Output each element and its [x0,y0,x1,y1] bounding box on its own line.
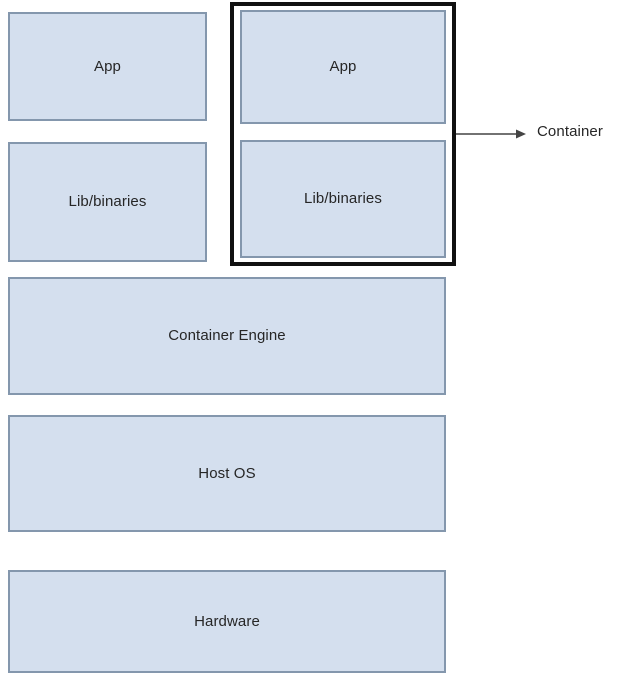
box-hardware-label: Hardware [194,612,260,630]
container-callout-label: Container [537,123,603,140]
box-container-engine[interactable]: Container Engine [8,277,446,395]
box-container-engine-label: Container Engine [168,327,286,344]
box-app-left[interactable]: App [8,12,207,121]
box-hardware[interactable]: Hardware [8,570,446,673]
box-app-container[interactable]: App [240,10,446,124]
box-lib-binaries-left[interactable]: Lib/binaries [8,142,207,262]
box-app-container-label: App [329,58,357,75]
box-lib-binaries-container[interactable]: Lib/binaries [240,140,446,258]
arrow-right-icon [456,129,526,139]
container-callout-arrow [456,120,536,148]
box-lib-binaries-left-label: Lib/binaries [68,193,147,210]
box-host-os[interactable]: Host OS [8,415,446,532]
box-host-os-label: Host OS [198,464,256,482]
box-app-left-label: App [94,57,121,75]
box-lib-binaries-container-label: Lib/binaries [304,190,382,207]
